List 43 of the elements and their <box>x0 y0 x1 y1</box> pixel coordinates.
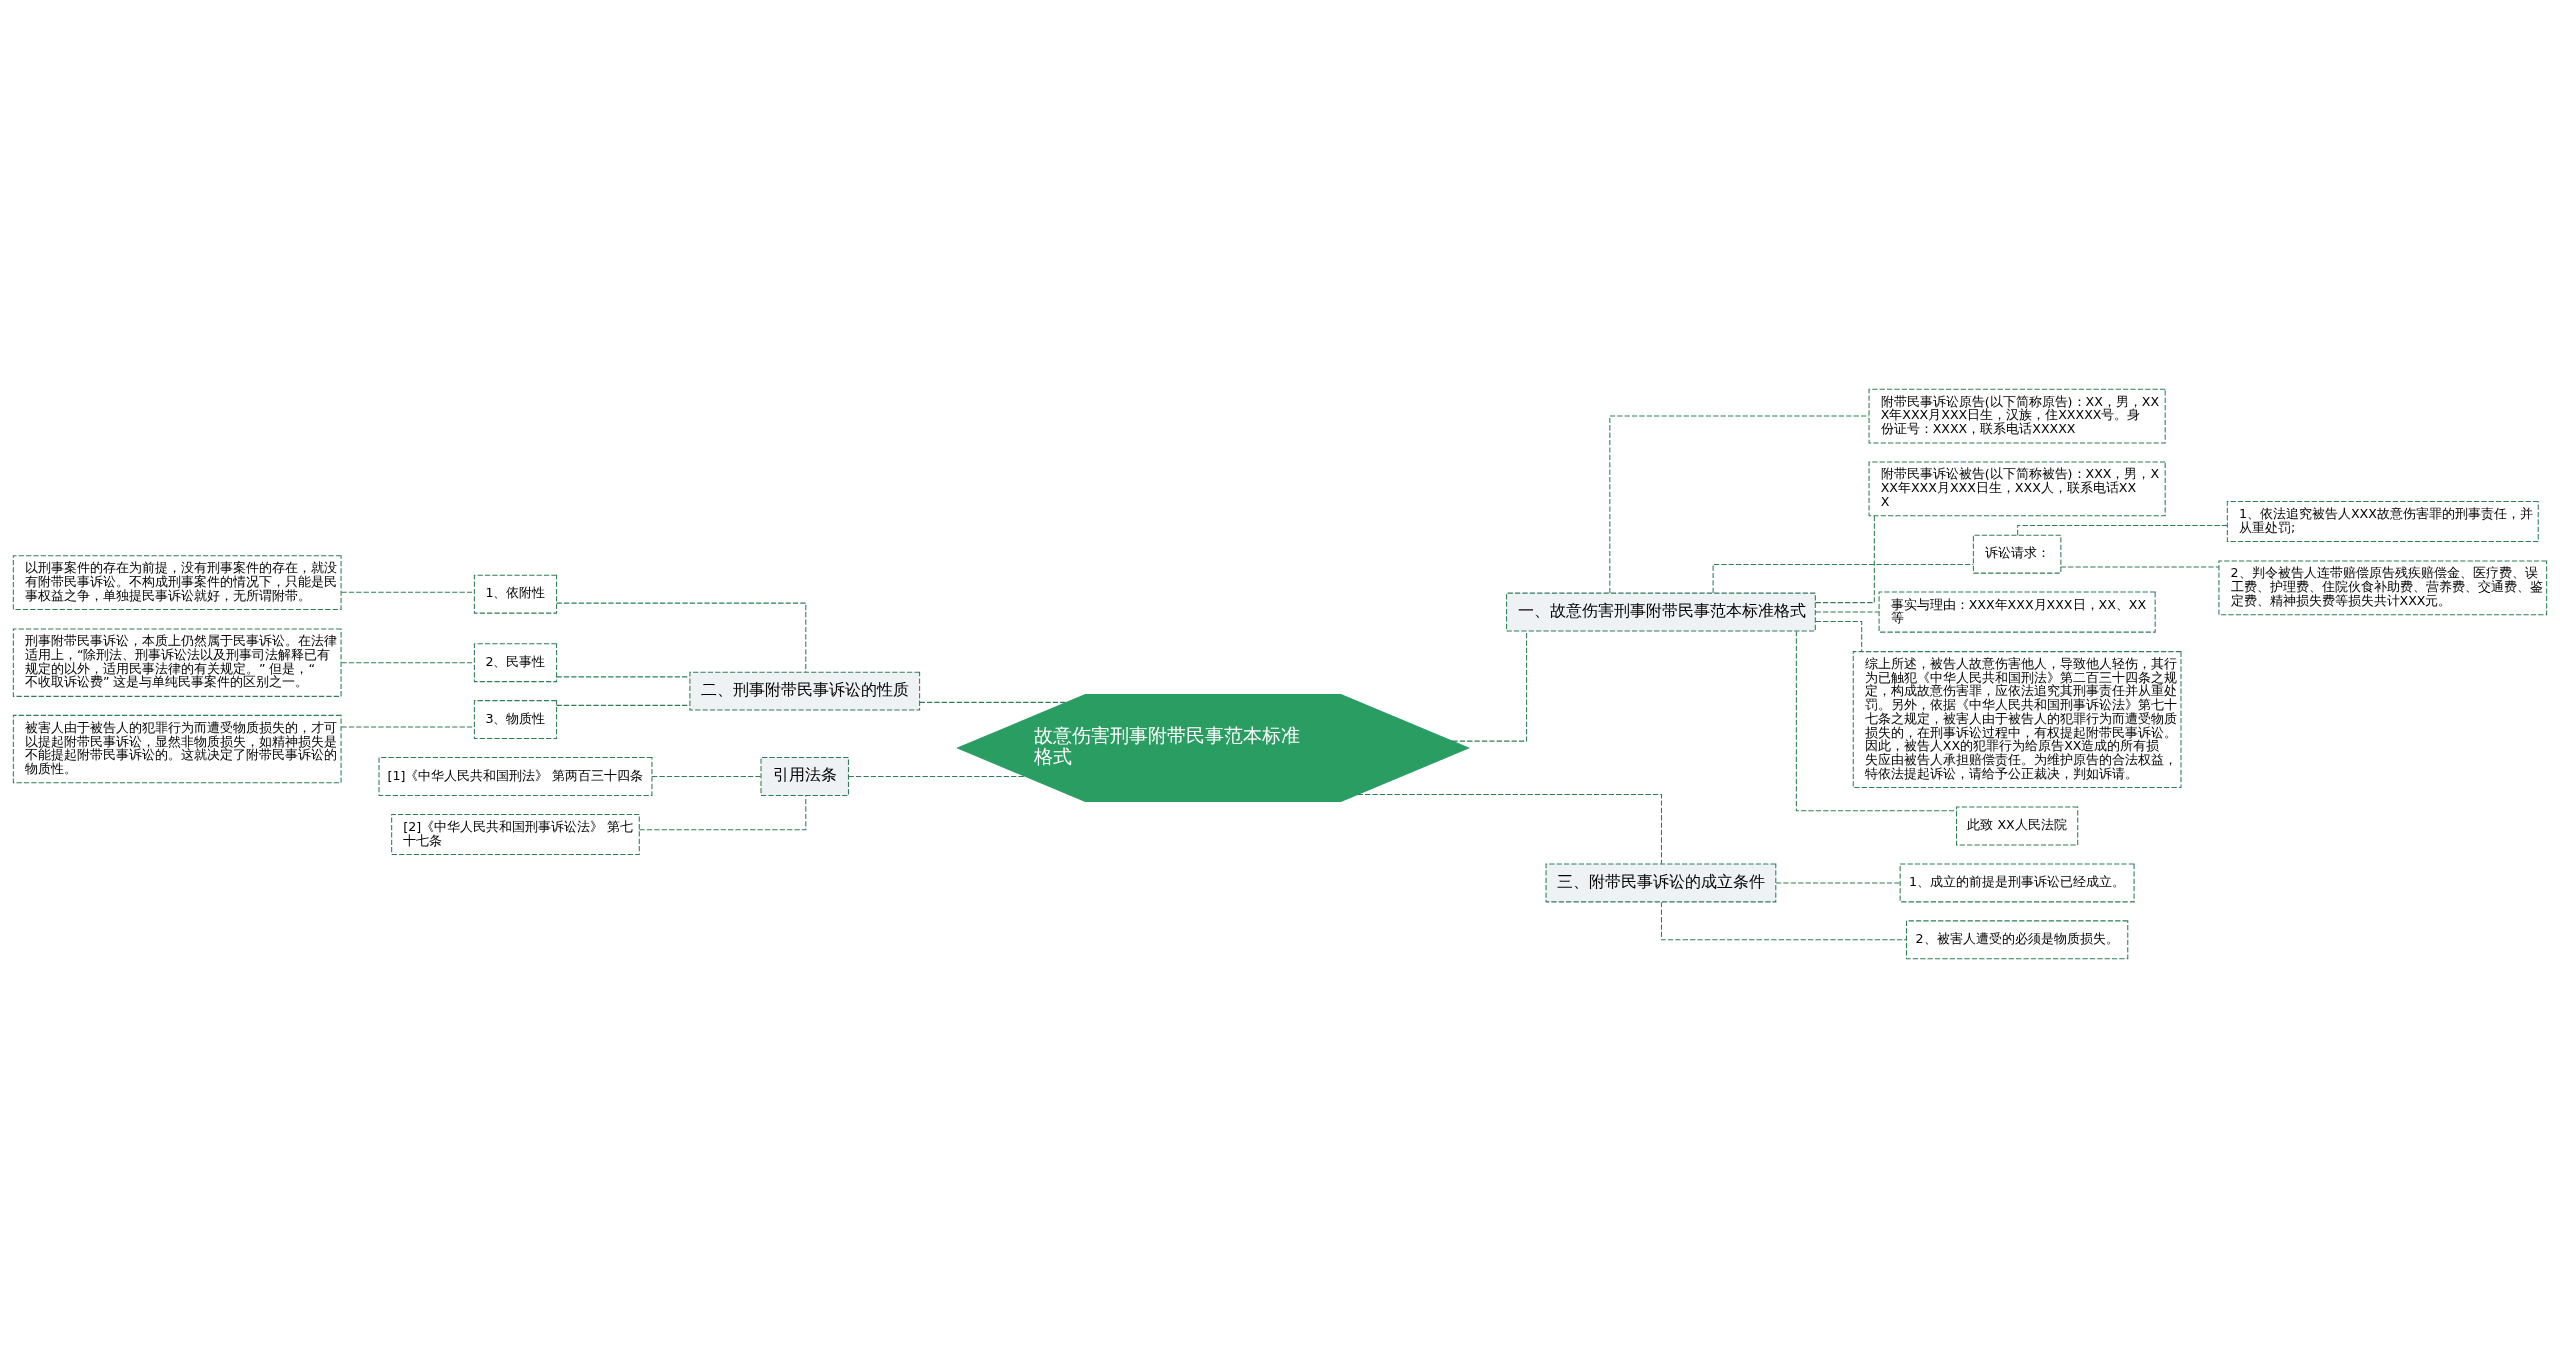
connector <box>556 676 691 678</box>
connector <box>2017 524 2228 536</box>
node-box: [1]《中华人民共和国刑法》 第两百三十四条 <box>378 757 653 796</box>
connector <box>340 726 475 728</box>
node-box: 1、依法追究被告人XXX故意伤害罪的刑事责任，并从重处罚; <box>2226 500 2539 542</box>
connector <box>1775 882 1901 884</box>
connector <box>556 602 807 673</box>
connector <box>638 795 807 831</box>
node-box: 三、附带民事诉讼的成立条件 <box>1545 863 1777 903</box>
connector <box>848 775 1026 777</box>
node-box: 一、故意伤害刑事附带民事范本标准格式 <box>1506 592 1816 632</box>
node-box: 引用法条 <box>760 757 849 796</box>
node-box: 2、被害人遭受的必须是物质损失。 <box>1905 920 2129 960</box>
node-box: 刑事附带民事诉讼，本质上仍然属于民事诉讼。在法律适用上，“除刑法、刑事诉讼法以及刑事司法解释已有规定的以外，适用民事法律的有关规定。” 但是，“不收取诉讼费” 这是与单纯民事案件的区别之一。 <box>12 628 342 697</box>
node-box: 事实与理由：XXX年XXX月XXX日，XX、XX等 <box>1878 591 2156 633</box>
node-box: 被害人由于被告人的犯罪行为而遭受物质损失的，才可以提起附带民事诉讼，显然非物质损失，如精神损失是不能提起附带民事诉讼的。这就决定了附带民事诉讼的物质性。 <box>12 714 342 784</box>
connector <box>1357 793 1662 865</box>
node-box: [2]《中华人民共和国刑事诉讼法》 第七十七条 <box>391 813 640 855</box>
connector <box>2060 566 2220 568</box>
connector <box>1815 611 1880 613</box>
node-box: 3、物质性 <box>473 700 558 740</box>
node-box: 附带民事诉讼被告(以下简称被告)：XXX，男，XXX年XXX月XXX日生，XXX人，联系电话XXX <box>1868 461 2166 517</box>
node-box: 1、成立的前提是刑事诉讼已经成立。 <box>1899 863 2135 903</box>
node-box: 以刑事案件的存在为前提，没有刑事案件的存在，就没有附带民事诉讼。不构成刑事案件的情况下，只能是民事权益之争，单独提民事诉讼就好，无所谓附带。 <box>12 555 342 610</box>
node-box: 1、依附性 <box>473 574 558 614</box>
connector <box>1814 515 1875 604</box>
connector <box>1815 621 1863 653</box>
node-box: 此致 XX人民法院 <box>1956 806 2079 846</box>
connector <box>1660 901 1907 941</box>
node-box: 二、刑事附带民事诉讼的性质 <box>689 671 921 711</box>
connector <box>1609 415 1870 594</box>
connector <box>919 701 1067 703</box>
connector <box>1451 630 1528 742</box>
connector <box>556 704 691 706</box>
node-box: 诉讼请求： <box>1972 534 2062 574</box>
connector <box>1795 630 1958 812</box>
node-box: 附带民事诉讼原告(以下简称原告)：XX，男，XXX年XXX月XXX日生，汉族，住XXXXX号。身份证号：XXXX，联系电话XXXXX <box>1868 388 2166 444</box>
connector <box>340 591 475 593</box>
node-box: 2、民事性 <box>473 643 558 683</box>
node-box: 综上所述，被告人故意伤害他人，导致他人轻伤，其行为已触犯《中华人民共和国刑法》第二百三十四条之规定，构成故意伤害罪，应依法追究其刑事责任并从重处罚。另外，依据《中华人民共和国刑事诉讼法》第七十七条之规定，被害人由于被告人的犯罪行为而遭受物质损失的，在刑事诉讼过程中，有权提起附带民事诉讼。因此，被告人XX的犯罪行为给原告XX造成的所有损失应由被告人承担赔偿责任。为维护原告的合法权益，特依法提起诉讼，请给予公正裁决，判如诉请。 <box>1852 651 2182 789</box>
node-box: 2、判令被告人连带赔偿原告残疾赔偿金、医疗费、误工费、护理费、住院伙食补助费、营养费、交通费、鉴定费、精神损失费等损失共计XXX元。 <box>2218 560 2548 616</box>
connector <box>651 775 762 777</box>
connector <box>340 662 475 664</box>
